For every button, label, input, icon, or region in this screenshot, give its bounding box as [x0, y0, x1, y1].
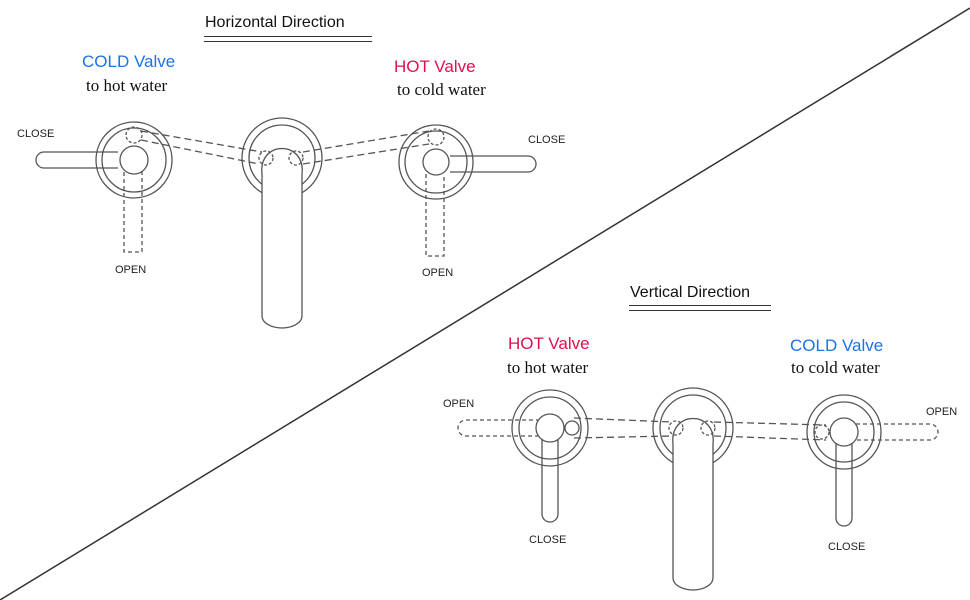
- h-hot-valve-sub: to cold water: [397, 80, 486, 99]
- h-left-close-label: CLOSE: [17, 128, 55, 140]
- vertical-title-underline: [629, 305, 771, 311]
- v-hot-handle-open: [457, 419, 540, 437]
- v-left-open-label: OPEN: [443, 398, 475, 410]
- h-right-close-label: CLOSE: [528, 134, 566, 146]
- v-connection-lines: [573, 417, 827, 441]
- v-hot-handle-close: [541, 438, 559, 523]
- v-cold-handle-open: [856, 423, 939, 441]
- h-cold-handle-open: [123, 172, 143, 253]
- h-hot-handle-close: [450, 155, 537, 173]
- h-cold-handle-close: [35, 151, 118, 169]
- h-hot-valve-name: HOT Valve: [394, 57, 476, 76]
- horizontal-title: Horizontal Direction: [205, 14, 345, 31]
- v-cold-valve-name: COLD Valve: [790, 336, 884, 355]
- v-hot-valve-name: HOT Valve: [508, 334, 590, 353]
- v-right-open-label: OPEN: [926, 406, 958, 418]
- h-cold-valve-name: COLD Valve: [82, 52, 176, 71]
- v-right-close-label: CLOSE: [828, 541, 866, 553]
- v-left-close-label: CLOSE: [529, 534, 567, 546]
- h-left-open-label: OPEN: [115, 264, 147, 276]
- v-cold-valve: [806, 394, 939, 527]
- h-right-open-label: OPEN: [422, 267, 454, 279]
- horizontal-title-underline: [204, 36, 372, 42]
- h-hot-valve: [398, 124, 537, 257]
- h-cold-valve-sub: to hot water: [86, 76, 168, 95]
- h-cold-valve: [35, 121, 173, 253]
- v-spout: [652, 387, 734, 591]
- vertical-title: Vertical Direction: [630, 284, 751, 301]
- h-spout: [241, 117, 323, 329]
- diagonal-divider: [0, 7, 970, 600]
- h-hot-handle-open: [425, 174, 445, 257]
- v-hot-valve: [457, 389, 589, 523]
- v-cold-valve-sub: to cold water: [791, 358, 880, 377]
- v-hot-valve-sub: to hot water: [507, 358, 589, 377]
- h-connection-lines: [140, 130, 430, 165]
- v-cold-handle-close: [835, 442, 853, 527]
